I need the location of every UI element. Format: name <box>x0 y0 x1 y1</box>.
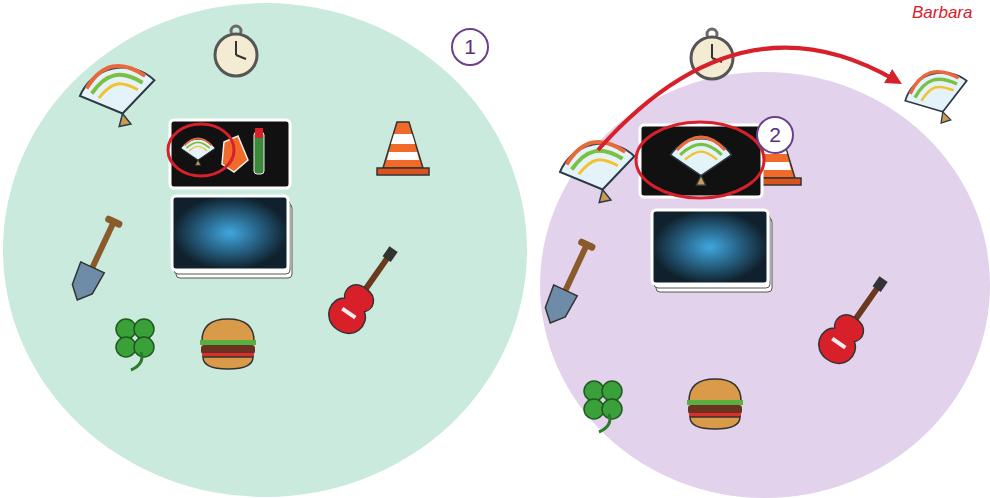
play-area <box>3 3 527 497</box>
revealed-card <box>168 120 290 188</box>
callout-number: 1 <box>464 35 476 59</box>
revealed-card <box>636 122 764 198</box>
fan-figure <box>899 63 976 131</box>
clover-figure <box>116 319 154 370</box>
callout-circle: 2 <box>756 116 794 154</box>
fan-figure <box>555 135 642 209</box>
shovel-figure <box>538 236 600 329</box>
guitar-figure <box>812 268 899 370</box>
guitar-figure <box>322 238 409 340</box>
burger-figure <box>200 319 256 369</box>
play-area <box>540 72 990 498</box>
move-arrow <box>598 48 895 150</box>
cone-figure <box>377 122 429 175</box>
card-deck <box>652 210 772 292</box>
burger-figure <box>687 379 743 429</box>
card-deck <box>172 196 292 278</box>
clock-figure <box>215 26 257 76</box>
callout-circle: 1 <box>451 28 489 66</box>
clover-figure <box>584 381 622 432</box>
fan-figure <box>75 59 162 133</box>
player-name: Barbara <box>912 3 972 23</box>
callout-number: 2 <box>769 123 781 147</box>
shovel-figure <box>65 213 127 306</box>
